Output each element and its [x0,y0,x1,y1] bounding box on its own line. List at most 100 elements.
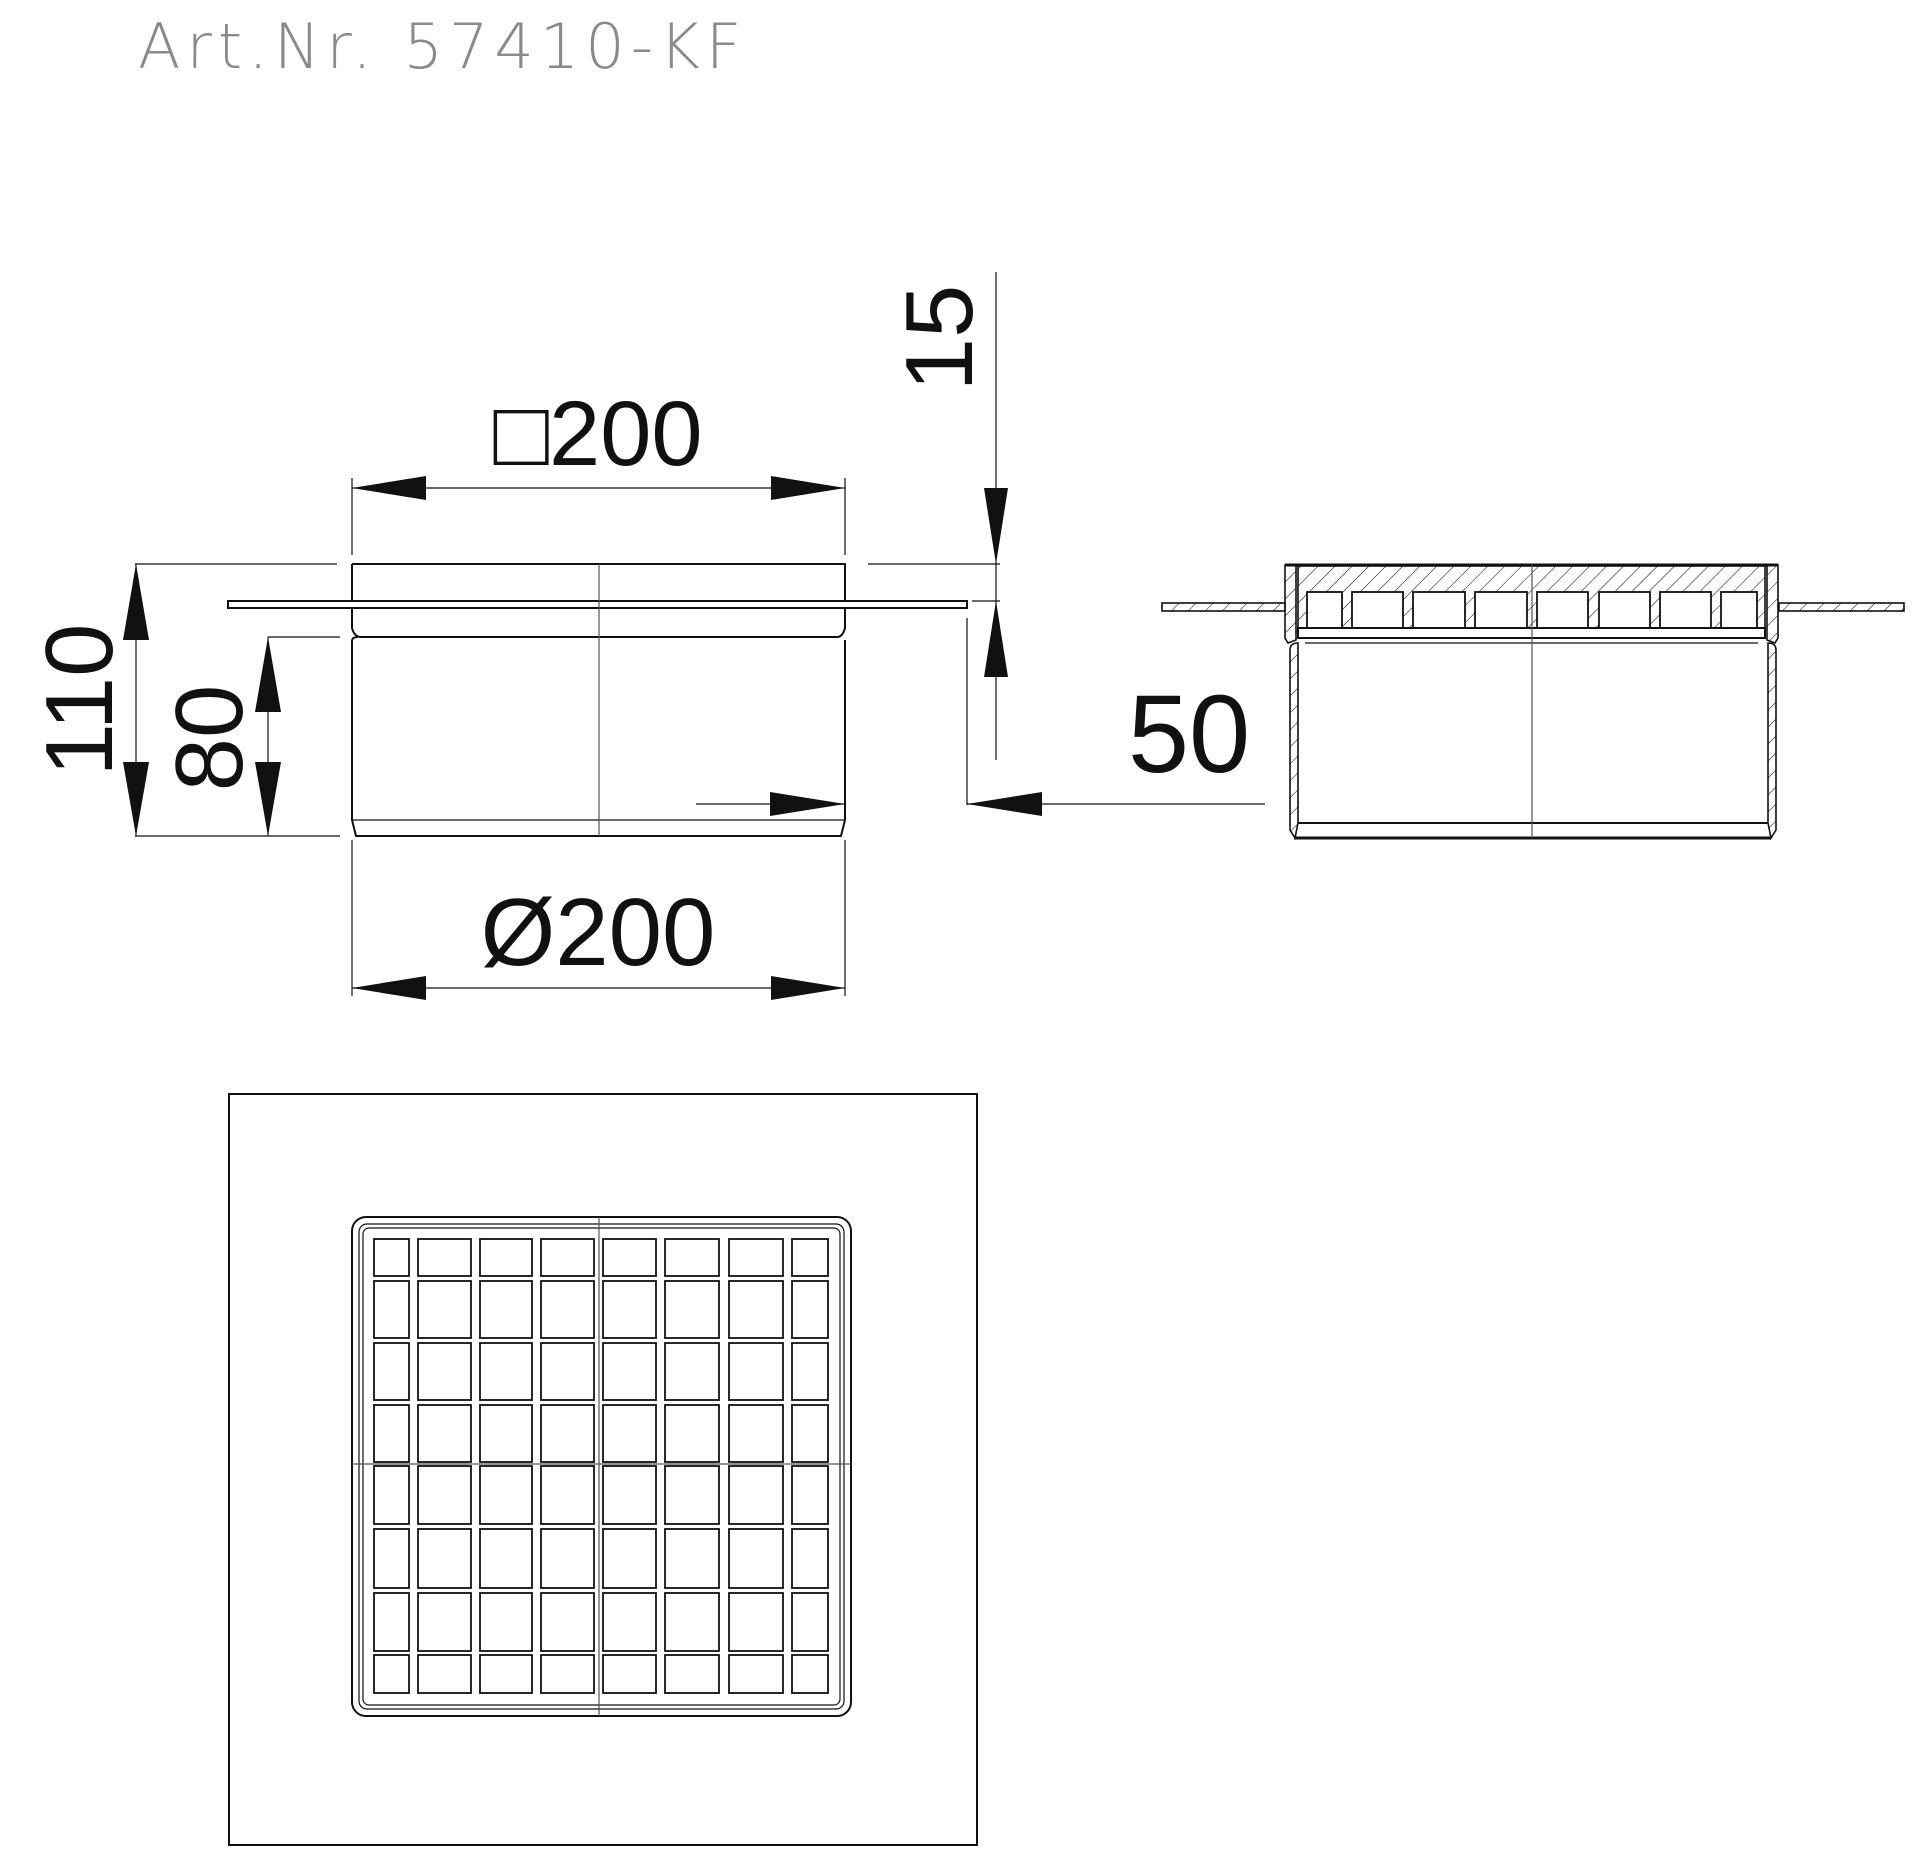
grate-cell [602,1592,657,1652]
grate-cell [373,1342,410,1401]
grate-cell [728,1654,784,1694]
grate-cell [417,1404,472,1463]
flange-left [1161,602,1286,612]
dimension-label-bottom: Ø200 [481,879,716,986]
grate-cell [417,1342,472,1401]
arrow-down-icon [123,762,149,836]
grate-cell [664,1342,720,1401]
grate-cell [791,1404,829,1463]
arrow-right-icon [771,476,845,500]
arrow-up-icon [123,564,149,640]
grate-cell [479,1280,533,1339]
grate-cell [479,1528,533,1589]
grate-grid [373,1238,829,1694]
grate-cell [664,1238,720,1277]
grate-cell [540,1280,595,1339]
dimension-flange-offset: 15 [868,272,1008,805]
grate-cell [540,1342,595,1401]
body-wall-left [1289,642,1299,841]
grate-cell [728,1465,784,1525]
cross-section [1161,563,1905,841]
plan-view [228,1093,978,1846]
grate-cell [728,1592,784,1652]
dimension-bottom-diameter: Ø200 [351,840,846,1000]
grate-cell [540,1404,595,1463]
flange-right [1778,602,1905,612]
arrow-left-icon [967,792,1042,816]
grate-cell [479,1465,533,1525]
grate-cell [664,1404,720,1463]
grate-cell [791,1528,829,1589]
grate-cell [373,1404,410,1463]
arrow-left-icon [352,976,426,1000]
grate-cell [417,1465,472,1525]
rim-outline [351,563,846,601]
grate-cell [417,1280,472,1339]
grate-cell [540,1654,595,1694]
grate-cell [728,1404,784,1463]
dimension-label-80: 80 [156,685,263,792]
grate-cell [791,1238,829,1277]
grate-cell [602,1465,657,1525]
grate-cell [791,1342,829,1401]
grate-cell [373,1465,410,1525]
grate-cell [602,1342,657,1401]
grate-cell [540,1465,595,1525]
article-number-title: Art.Nr. 57410-KF [138,10,747,83]
grate-cell [540,1238,595,1277]
grate-frame-mid [358,1223,845,1710]
dimension-top-square: □200 [351,383,846,555]
grate-cell [373,1592,410,1652]
grate-frame-inner [362,1227,841,1706]
grate-cell [664,1654,720,1694]
grate-cell [664,1280,720,1339]
side-elevation [227,563,968,837]
plan-outer-square [228,1093,978,1846]
grate-cell [602,1654,657,1694]
grate-cell [728,1528,784,1589]
grate-cell [373,1654,410,1694]
dimension-label-50: 50 [1128,673,1250,796]
grate-cell [479,1592,533,1652]
dimension-overall-height: 110 [26,563,340,837]
grate-cell [540,1592,595,1652]
frame-wall-left [1284,564,1297,644]
grate-cell [791,1280,829,1339]
arrow-left-icon [352,476,426,500]
grate-cell [602,1238,657,1277]
grate-cell [791,1465,829,1525]
arrow-right-icon [770,792,845,816]
grate-cell [479,1238,533,1277]
grate-cell [602,1528,657,1589]
dimension-label-15: 15 [886,285,993,392]
dimension-label-top: □200 [493,383,702,485]
arrow-down-icon [255,762,281,836]
grate-cell [373,1238,410,1277]
grate-cell [540,1528,595,1589]
grate-cell [479,1654,533,1694]
grate-slots [1306,591,1758,629]
grate-cell [664,1465,720,1525]
grate-cell [791,1592,829,1652]
arrow-up-icon [984,601,1008,677]
grate-cell [602,1404,657,1463]
grate-cell [728,1280,784,1339]
grate-cell [791,1654,829,1694]
grate-cell [479,1342,533,1401]
grate-cell [417,1238,472,1277]
grate-cell [373,1280,410,1339]
grate-cell [479,1404,533,1463]
body-wall-right [1767,642,1777,841]
arrow-down-icon [984,488,1008,564]
arrow-up-icon [255,637,281,712]
flange-plate [227,600,968,609]
grate-cell [728,1342,784,1401]
arrow-right-icon [771,976,845,1000]
grate-cell [417,1528,472,1589]
frame-wall-right [1766,564,1779,644]
grate-cell [664,1592,720,1652]
dimension-label-110: 110 [26,623,133,776]
grate-cell [373,1528,410,1589]
grate-cell [728,1238,784,1277]
grate-outer-frame [351,1216,852,1717]
